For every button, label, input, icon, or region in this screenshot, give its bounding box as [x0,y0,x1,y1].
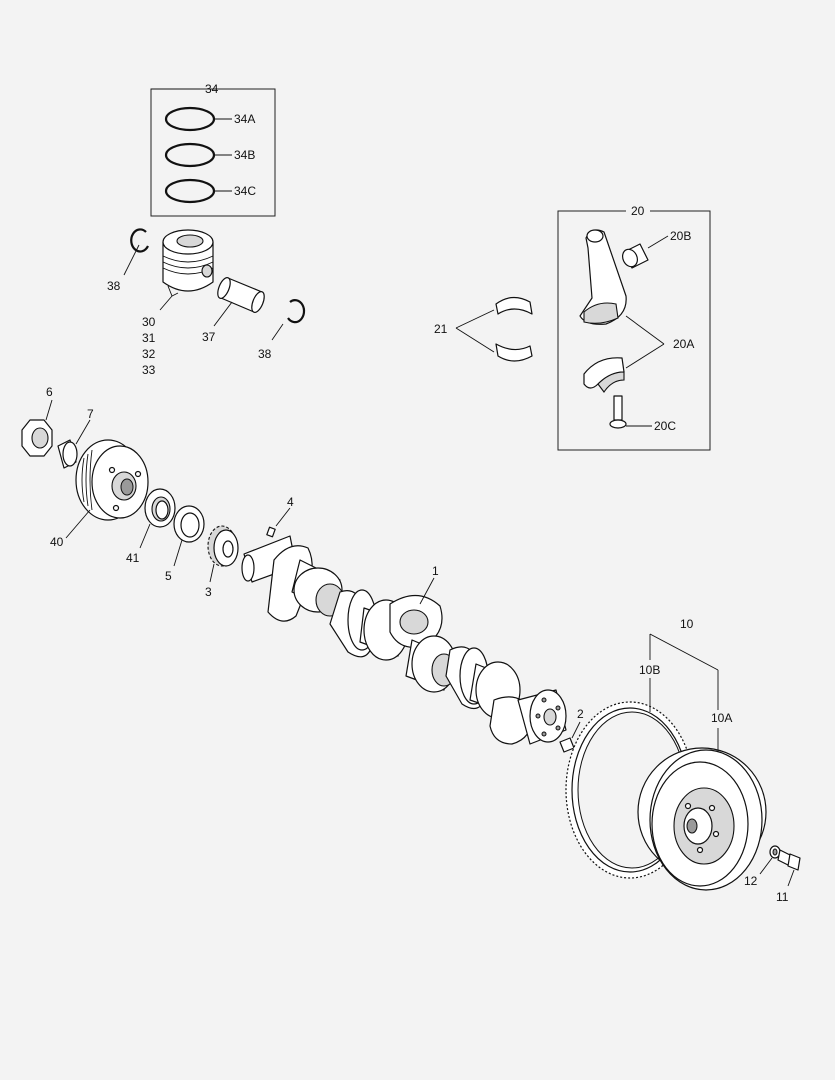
label-3: 3 [205,585,212,599]
piston [162,241,214,292]
bearing-shell-lower [495,343,533,362]
label-21: 21 [434,322,448,336]
label-34C: 34C [234,184,256,198]
label-31: 31 [142,331,156,345]
circlip-left [130,228,149,253]
compression-ring-second [164,142,216,168]
compression-ring-top [164,106,216,132]
bearing-shell-upper [495,296,533,315]
crankshaft: 1 2 [241,535,584,753]
label-30: 30 [142,315,156,329]
label-20A: 20A [673,337,694,351]
label-7: 7 [87,407,94,421]
label-10A: 10A [711,711,732,725]
label-2: 2 [577,707,584,721]
conrod-bolt [613,395,623,421]
label-41: 41 [126,551,140,565]
label-1: 1 [432,564,439,578]
label-40: 40 [50,535,64,549]
label-4: 4 [287,495,294,509]
label-5: 5 [165,569,172,583]
woodruff-key [266,526,276,538]
label-37: 37 [202,330,216,344]
piston-assembly: 38 30 31 32 33 37 38 [107,228,306,377]
label-34A: 34A [234,112,255,126]
svg-text:20: 20 [631,204,645,218]
label-34B: 34B [234,148,255,162]
label-20C: 20C [654,419,676,433]
label-11: 11 [776,890,789,904]
connecting-rod-set: 20 20 20B 20A 20C [557,204,711,451]
front-end-parts: 6 7 40 41 5 3 [21,385,294,599]
label-6: 6 [46,385,53,399]
piston-ring-set: 34 34A 34B 34C [150,82,276,217]
label-32: 32 [142,347,156,361]
label-38-right: 38 [258,347,272,361]
label-34: 34 [205,82,219,96]
bearing-shells: 21 [434,296,533,362]
ring-set-frame [150,88,276,217]
label-20B: 20B [670,229,691,243]
label-10B: 10B [639,663,660,677]
label-10: 10 [680,617,694,631]
oil-control-ring [164,178,216,204]
label-38-left: 38 [107,279,121,293]
circlip-right [287,299,306,324]
label-33: 33 [142,363,156,377]
flywheel-assembly: 10 10B 10A 12 11 [565,617,801,904]
dowel-pin [559,737,575,753]
label-12: 12 [744,874,758,888]
